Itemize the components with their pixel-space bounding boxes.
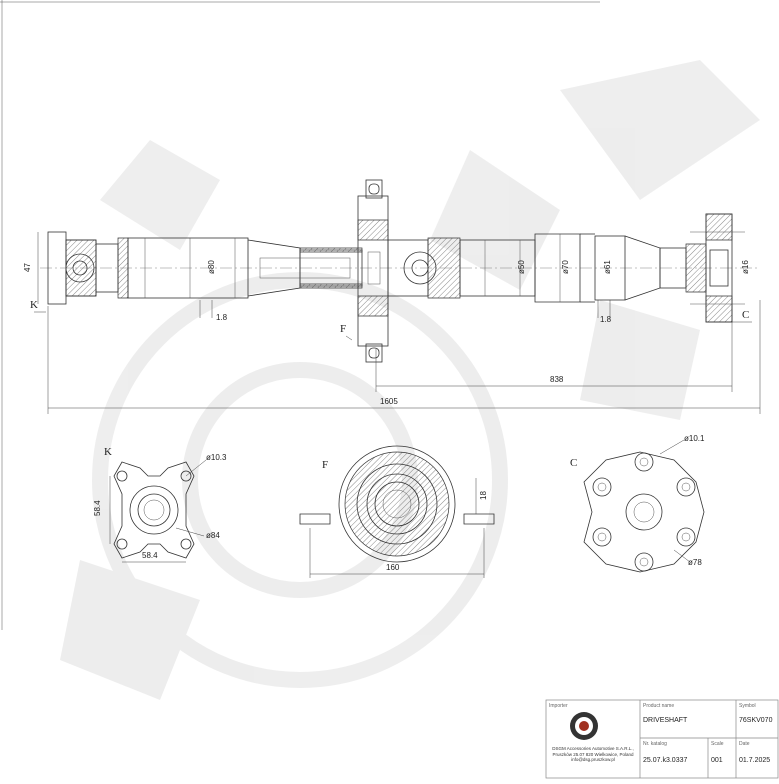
dim-tube-dia-left: ø80	[207, 260, 216, 274]
detail-k-pitch-h: 58.4	[142, 551, 158, 560]
dim-tube-dia-70: ø70	[561, 260, 570, 274]
tb-symbol-label: Symbol	[739, 703, 756, 709]
detail-c-bolt-circle: ø78	[688, 558, 702, 567]
tb-symbol-value: 76SKV070	[739, 717, 773, 724]
tb-number-value: 25.07.k3.0337	[643, 757, 687, 764]
driveshaft-side-view	[40, 179, 760, 363]
detail-c-hole: ø10.1	[684, 434, 705, 443]
tb-name-value: DRIVESHAFT	[643, 717, 688, 724]
detail-f-bearing: F 18 160	[299, 445, 495, 578]
detail-c-label: C	[570, 457, 577, 469]
tb-name-label: Product name	[643, 703, 674, 709]
dim-wall-right: 1.8	[600, 315, 612, 324]
section-label-k: K	[30, 299, 38, 311]
main-dimensions: 47 1.8 ø80 ø50 ø70 ø61 ø16 1.8 838 1605 …	[23, 232, 761, 414]
dim-tube-dia-mid: ø50	[517, 260, 526, 274]
dim-length-rear: 838	[550, 375, 564, 384]
section-label-f: F	[340, 323, 346, 335]
detail-k-bolt-hole: ø10.3	[206, 453, 227, 462]
tb-number-label: Nr. katalog	[643, 741, 667, 747]
detail-f-thickness: 18	[479, 491, 488, 500]
detail-k-pitch-v: 58.4	[93, 500, 102, 516]
detail-k-flange: K 58.4 58.4 ø10.3 ø84	[93, 446, 227, 563]
tb-date-label: Date	[739, 741, 750, 747]
title-block: Importer DSGM Accessories Automotive S.A…	[545, 699, 779, 779]
importer-logo	[570, 712, 598, 740]
tb-date-value: 01.7.2025	[739, 757, 770, 764]
watermark-logo	[60, 60, 760, 700]
section-label-c: C	[742, 309, 749, 321]
detail-f-width: 160	[386, 563, 400, 572]
tb-scale-value: 001	[711, 757, 723, 764]
dim-length-total: 1605	[380, 397, 398, 406]
tb-scale-label: Scale	[711, 741, 724, 747]
tb-importer-label: Importer	[549, 703, 568, 709]
dim-wall-left: 1.8	[216, 313, 228, 322]
detail-k-label: K	[104, 446, 112, 458]
dim-flange-height: 47	[23, 263, 32, 272]
detail-c-flexdisc: C ø10.1 ø78	[570, 434, 705, 573]
detail-f-label: F	[322, 459, 328, 471]
dim-tube-dia-61: ø61	[603, 260, 612, 274]
detail-k-bore: ø84	[206, 531, 220, 540]
tb-importer-text: DSGM Accessories Automotive S.A.R.L., Pr…	[552, 746, 634, 762]
dim-end-dia: ø16	[741, 260, 750, 274]
